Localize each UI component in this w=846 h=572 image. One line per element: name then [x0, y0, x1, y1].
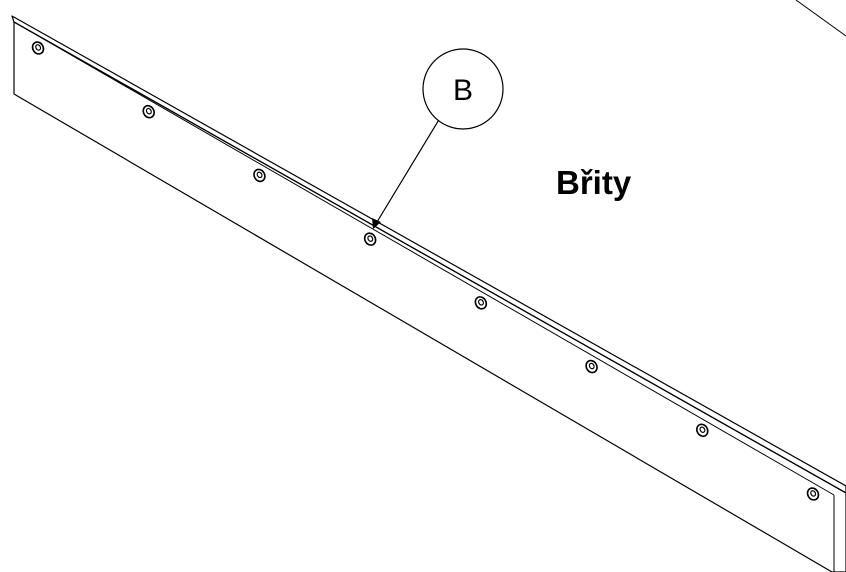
mounting-hole	[585, 359, 598, 374]
detail-callout: B	[372, 48, 504, 229]
blade-inner-edge	[13, 21, 835, 496]
callout-arrowhead	[372, 218, 381, 229]
blade-top-face	[11, 15, 846, 494]
mounting-hole	[142, 104, 155, 119]
mounting-hole	[696, 423, 709, 438]
mounting-hole	[474, 296, 488, 310]
part-label: Břity	[556, 164, 632, 201]
mounting-hole	[806, 487, 820, 501]
blade-front-face	[13, 21, 846, 572]
mounting-hole	[253, 168, 266, 183]
blade-plate	[11, 15, 846, 572]
mounting-hole	[363, 232, 377, 246]
mounting-hole	[31, 41, 45, 55]
mounting-holes	[31, 41, 820, 501]
adjacent-part-edge	[795, 0, 846, 37]
callout-letter: B	[453, 74, 473, 107]
callout-circle	[422, 48, 504, 130]
callout-leader-line	[376, 117, 441, 223]
